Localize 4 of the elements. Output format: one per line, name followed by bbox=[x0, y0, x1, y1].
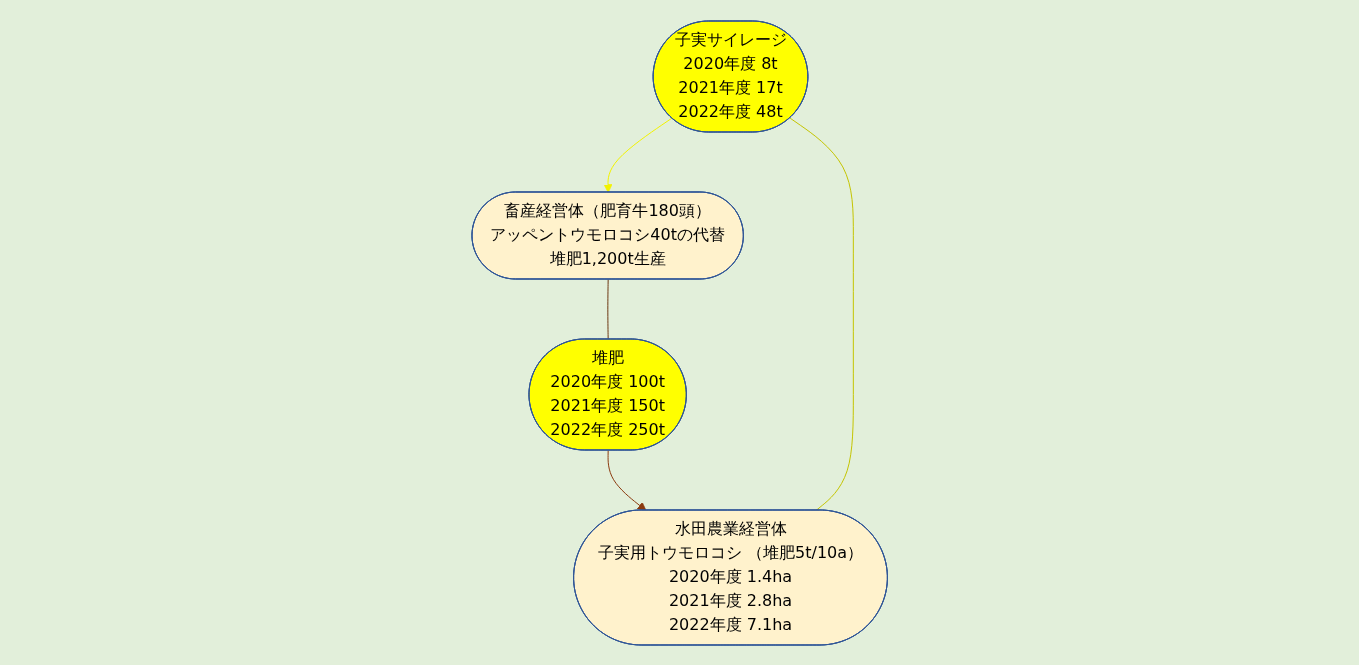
connector bbox=[607, 278, 609, 340]
arrow bbox=[603, 117, 673, 193]
arrow bbox=[607, 449, 647, 511]
connector bbox=[789, 117, 854, 511]
